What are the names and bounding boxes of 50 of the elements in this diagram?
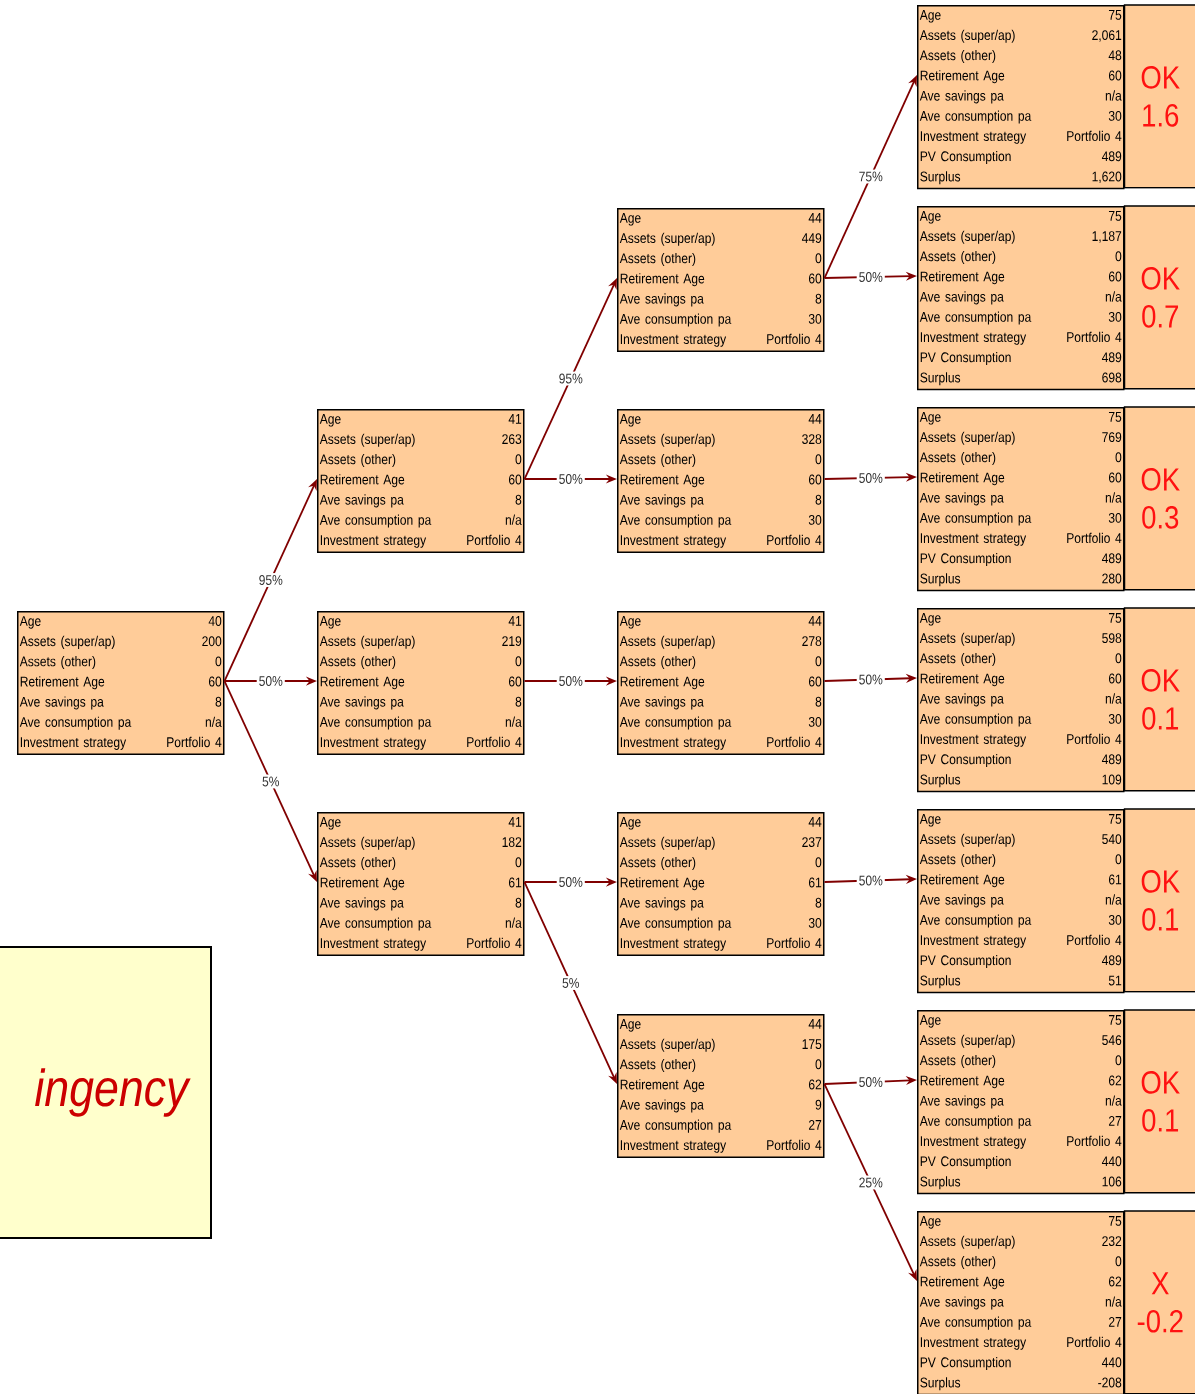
- status-cell: OK 0.1: [1123, 1009, 1195, 1194]
- node-label: PV Consumption: [920, 1356, 1011, 1371]
- edge-label: 50%: [856, 672, 885, 687]
- data-table-box: Age 44 Assets (super/ap) 175 Assets (other) 0 Retirement Age 62 Ave savings pa 9 Ave consumption pa 27 Investment strategy Portfolio 4: [617, 1014, 825, 1158]
- edge-label: 50%: [556, 875, 585, 889]
- node-label: 232: [1102, 1236, 1122, 1247]
- status-cell: OK 0.1: [1123, 808, 1195, 993]
- node-label: n/a: [1105, 1296, 1122, 1307]
- node-label: Assets (super/ap): [919, 1235, 1015, 1249]
- edge-label: 25%: [856, 1175, 885, 1190]
- data-table-box: Age 40 Assets (super/ap) 200 Assets (other) 0 Retirement Age 60 Ave savings pa 8 Ave consumption pa n/a Investment strategy Portfolio 4: [17, 611, 225, 755]
- node-label: Ave consumption pa: [919, 1316, 1032, 1330]
- data-table-box: Age 41 Assets (super/ap) 219 Assets (other) 0 Retirement Age 60 Ave savings pa 8 Ave consumption pa n/a Investment strategy Portfolio 4: [317, 611, 525, 755]
- node-label: 75: [1108, 1216, 1122, 1226]
- data-table-box: Age 41 Assets (super/ap) 263 Assets (other) 0 Retirement Age 60 Ave savings pa 8 Ave consumption pa n/a Investment strategy Portfolio 4: [317, 409, 525, 553]
- data-table-box: Age 41 Assets (super/ap) 182 Assets (other) 0 Retirement Age 61 Ave savings pa 8 Ave consumption pa n/a Investment strategy Portfolio 4: [317, 812, 525, 956]
- node-label: Age: [919, 1216, 941, 1229]
- note-box: ingency: [0, 946, 212, 1239]
- edge-label: 5%: [560, 976, 582, 990]
- node-label: 440: [1101, 1357, 1122, 1368]
- node-label: Portfolio 4: [1067, 1336, 1122, 1348]
- status-cell: OK 0.7: [1123, 205, 1195, 390]
- edge-label: 5%: [260, 774, 282, 789]
- status-cell: OK 0.1: [1123, 607, 1195, 792]
- node-label: Assets (other): [919, 1255, 996, 1270]
- edge-label: 95%: [556, 371, 585, 386]
- data-table-box: Age 44 Assets (super/ap) 449 Assets (other) 0 Retirement Age 60 Ave savings pa 8 Ave consumption pa 30 Investment strategy Portfolio 4: [617, 208, 825, 352]
- node-label: Surplus: [920, 1377, 961, 1391]
- data-table-box: Age 44 Assets (super/ap) 328 Assets (other) 0 Retirement Age 60 Ave savings pa 8 Ave consumption pa 30 Investment strategy Portfolio 4: [617, 409, 825, 553]
- status-cell: OK 0.3: [1123, 406, 1195, 591]
- edge-label: 50%: [856, 873, 885, 888]
- edge-label: 95%: [256, 573, 285, 587]
- edge-label: 50%: [856, 471, 885, 485]
- status-cell: OK 1.6: [1123, 4, 1195, 189]
- edge-label: 50%: [856, 1075, 885, 1089]
- node-label: 27: [1108, 1316, 1122, 1327]
- node-label: Retirement Age: [920, 1276, 1005, 1290]
- node-label: -208: [1098, 1377, 1122, 1388]
- node-label: Investment strategy: [920, 1337, 1027, 1350]
- status-cell: X -0.2: [1123, 1210, 1195, 1394]
- data-table-box: Age 44 Assets (super/ap) 237 Assets (other) 0 Retirement Age 61 Ave savings pa 8 Ave consumption pa 30 Investment strategy Portfolio 4: [617, 812, 825, 956]
- edge-label: 50%: [856, 270, 885, 284]
- edge-label: 50%: [556, 674, 585, 688]
- edge-label: 50%: [256, 674, 285, 688]
- node-label: 0: [1115, 1256, 1122, 1267]
- edge-label: 50%: [556, 472, 585, 486]
- data-table-box: Age 44 Assets (super/ap) 278 Assets (other) 0 Retirement Age 60 Ave savings pa 8 Ave consumption pa 30 Investment strategy Portfolio 4: [617, 611, 825, 755]
- node-label: 62: [1108, 1276, 1122, 1287]
- edge-label: 75%: [856, 169, 885, 184]
- node-label: Ave savings pa: [919, 1296, 1004, 1310]
